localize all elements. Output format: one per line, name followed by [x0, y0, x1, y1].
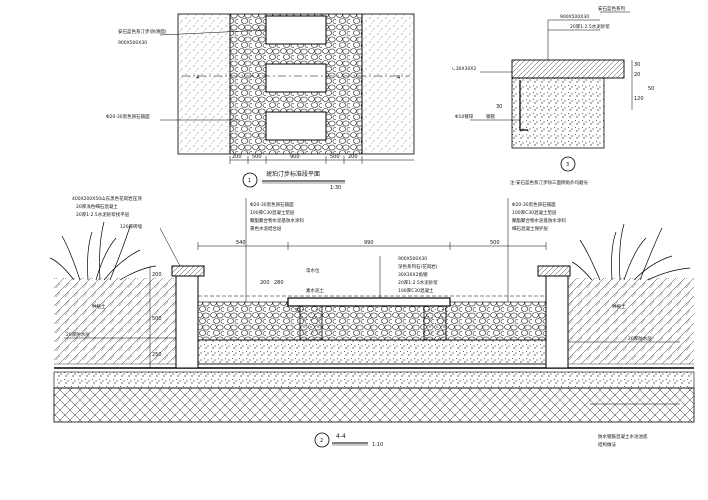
detail-label-edge: 安石蓝色系列	[598, 5, 625, 12]
mid-label: Φ20-30黑色卵石铺面	[250, 201, 294, 208]
left-label: 120厚砖墙	[120, 223, 143, 230]
plan-dim: 200	[348, 154, 358, 160]
detail-concrete-base	[511, 77, 605, 149]
plan-soil-left	[177, 13, 231, 155]
label-bed: 素水泥土	[306, 287, 324, 294]
coping-left	[171, 265, 205, 277]
section-stepping-stone	[287, 297, 451, 307]
plan-stepping-stone	[265, 15, 327, 45]
plan-label-stone-size: 900X500X30	[118, 40, 147, 46]
section-soil-left	[54, 278, 178, 364]
plan-scale: 1:30	[330, 185, 341, 191]
detail-angle-steel	[519, 80, 528, 131]
plan-marker-num: 1	[248, 178, 251, 184]
section-mark-left: 4	[196, 75, 199, 81]
plan-label-stone: 安石蓝色系汀步(防滑面)	[118, 28, 167, 35]
section-soil-right	[568, 278, 694, 364]
detail-label-pipe2: 钢管	[486, 113, 495, 120]
right-label: Φ20-30黑色卵石铺面	[512, 201, 556, 208]
stone-label: 100厚C30混凝土	[398, 287, 434, 294]
section-view: 400X200X50山东黑色花岗岩压顶 20厚浅色细石混凝土 20厚1:2.5水…	[49, 195, 695, 448]
plan-dim-ticks	[229, 156, 363, 164]
stone-label: 30X30X2角钢	[398, 271, 428, 278]
label-waterproof-right: 20厚防水层	[628, 335, 652, 342]
left-label: 20厚1:2.5水泥砂浆找平层	[76, 211, 130, 218]
right-label: 100厚C30混凝土垫层	[512, 209, 557, 216]
detail-dim: 120	[634, 96, 644, 102]
plan-dim: 900	[290, 154, 300, 160]
pebble-layer	[197, 301, 547, 341]
plan-stepping-stone	[265, 63, 327, 93]
plan-dim: 500	[330, 154, 340, 160]
section-dim-top: 500	[490, 240, 500, 246]
section-dim-top: 990	[364, 240, 374, 246]
section-mark-right: 4	[397, 75, 400, 81]
section-dim-left: 200	[152, 272, 162, 278]
plan-dim: 200	[232, 154, 242, 160]
mid-label: 黄色水泥结合层	[250, 225, 282, 232]
plan-soil-right	[361, 13, 415, 155]
section-stone-callouts: 900X500X30 深色系列石(花岗岩) 30X30X2角钢 20厚1:2.5…	[379, 256, 438, 298]
detail-marker-num: 3	[566, 162, 569, 168]
detail-caption: 注:安石蓝色系汀步除三面倒角外均磨光	[510, 179, 589, 186]
detail-label-mortar: 20厚1:2.5水泥砂浆	[570, 23, 610, 30]
section-dim-left: 500	[152, 316, 162, 322]
label-waterproof-left: 20厚防水层	[66, 331, 90, 338]
section-earth	[53, 387, 695, 423]
plan-stepping-stone	[265, 111, 327, 141]
right-label: 细石混凝土保护层	[512, 225, 548, 232]
section-concrete-base	[53, 371, 695, 389]
edge-detail: 900X500X30 20厚1:2.5水泥砂浆 安石蓝色系列 ∟30X30X2 …	[452, 5, 654, 186]
label-water-level: 常水位	[306, 267, 320, 274]
plant-right-icon	[571, 223, 691, 281]
detail-title-marker	[560, 156, 576, 172]
section-dim-mid: 280	[274, 280, 284, 286]
stone-support-left	[299, 305, 323, 341]
section-marker-num: 2	[320, 438, 323, 444]
plan-title: 琥珀汀步标准段平面	[266, 170, 320, 178]
section-left-callouts: 400X200X50山东黑色花岗岩压顶 20厚浅色细石混凝土 20厚1:2.5水…	[72, 195, 181, 267]
bottom-note: 结构做法	[598, 441, 616, 448]
detail-dim: 30	[496, 104, 502, 110]
section-dim-top: 540	[236, 240, 246, 246]
plant-left-icon	[49, 221, 157, 281]
left-label: 20厚浅色细石混凝土	[76, 203, 118, 210]
section-scale: 1:10	[372, 442, 383, 448]
wall-right	[545, 275, 569, 369]
plan-label-pebble: Φ20-30黑色卵石铺面	[106, 113, 150, 120]
section-title-marker	[314, 432, 330, 448]
section-title: 4-4	[336, 433, 346, 440]
pool-concrete-slab	[197, 339, 547, 365]
coping-right	[537, 265, 571, 277]
detail-label-angle: ∟30X30X2	[452, 66, 476, 72]
bottom-note: 防水钢筋混凝土水池池底	[598, 433, 648, 440]
label-soil-left: 种植土	[92, 303, 106, 310]
left-label: 400X200X50山东黑色花岗岩压顶	[72, 195, 142, 202]
detail-dim: 50	[648, 86, 654, 92]
plan-view: 4 4 安石蓝色系汀步(防滑面) 900X500X30 Φ20-30黑色卵石铺面…	[106, 13, 415, 191]
detail-dim: 20	[634, 72, 640, 78]
section-dim-stone: 30	[294, 308, 300, 314]
detail-stone-cap	[511, 59, 625, 79]
section-right-callouts: Φ20-30黑色卵石铺面 100厚C30混凝土垫层 聚酯聚合物水泥基防水涂料 细…	[507, 198, 566, 302]
detail-label-top: 900X500X30	[560, 14, 589, 20]
plan-title-marker	[242, 172, 258, 188]
plan-dim: 500	[252, 154, 262, 160]
stone-label: 深色系列石(花岗岩)	[398, 263, 438, 270]
wall-left	[175, 275, 199, 369]
detail-dim: 30	[634, 62, 640, 68]
stone-label: 20厚1:2.5水泥砂浆	[398, 279, 438, 286]
label-soil-right: 种植土	[612, 303, 626, 310]
mid-label: 聚酯聚合物水泥基防水涂料	[250, 217, 304, 224]
detail-label-pipe: Φ10镀锌	[455, 113, 474, 120]
stone-support-right	[423, 305, 447, 341]
mid-label: 100厚C30混凝土垫层	[250, 209, 295, 216]
stone-label: 900X500X30	[398, 256, 427, 262]
section-dim-left: 250	[152, 352, 162, 358]
section-mid-callouts: Φ20-30黑色卵石铺面 100厚C30混凝土垫层 聚酯聚合物水泥基防水涂料 黄…	[245, 198, 304, 302]
right-label: 聚酯聚合物水泥基防水涂料	[512, 217, 566, 224]
section-dim-mid: 200	[260, 280, 270, 286]
